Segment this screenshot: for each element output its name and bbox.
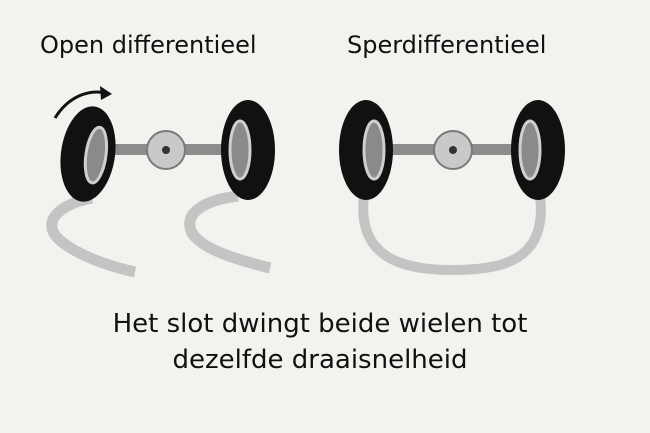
- caption-line-2: dezelfde draaisnelheid: [172, 345, 468, 375]
- left-wheel-track: [46, 192, 137, 278]
- differential-housing: [146, 130, 186, 170]
- left-wheel: [60, 106, 116, 202]
- differential-housing: [433, 130, 473, 170]
- open-differential-panel: [46, 86, 275, 278]
- shared-wheel-track: [358, 195, 546, 276]
- right-wheel: [511, 100, 565, 200]
- right-wheel-track: [184, 190, 272, 274]
- open-differential-title: Open differentieel: [40, 31, 257, 59]
- caption: Het slot dwingt beide wielen tot dezelfd…: [0, 306, 640, 378]
- locked-differential-title: Sperdifferentieel: [347, 31, 547, 59]
- locked-differential-panel: [339, 100, 565, 276]
- rotation-arrow-icon: [53, 86, 112, 119]
- left-wheel: [339, 100, 393, 200]
- caption-line-1: Het slot dwingt beide wielen tot: [112, 309, 528, 339]
- right-wheel: [221, 100, 275, 200]
